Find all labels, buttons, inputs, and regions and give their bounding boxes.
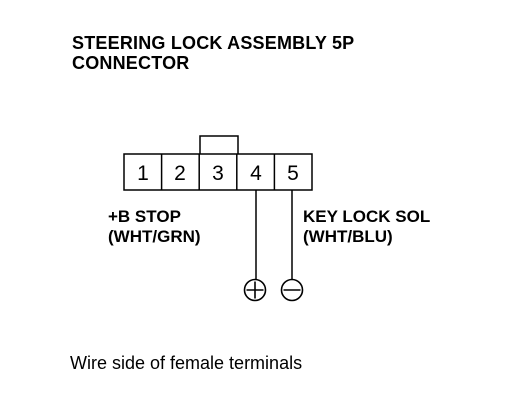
b-stop-name: +B STOP xyxy=(108,207,181,226)
pin-4-number: 4 xyxy=(250,162,262,185)
diagram-caption: Wire side of female terminals xyxy=(70,353,303,373)
plus-terminal-icon xyxy=(243,278,267,302)
cavity-dividers xyxy=(160,154,276,190)
pin-2-number: 2 xyxy=(174,162,186,185)
diagram-title: STEERING LOCK ASSEMBLY 5P xyxy=(72,33,355,53)
connector-body xyxy=(123,153,313,191)
diagram-title-continued: CONNECTOR xyxy=(72,53,190,73)
key-lock-sol-name: KEY LOCK SOL xyxy=(303,207,431,226)
key-lock-sol-color-code: (WHT/BLU) xyxy=(303,227,393,246)
pin-3-number: 3 xyxy=(212,162,224,185)
b-stop-wire-label: +B STOP (WHT/GRN) xyxy=(108,207,201,247)
pin-5-number: 5 xyxy=(287,162,299,185)
key-lock-sol-wire-label: KEY LOCK SOL (WHT/BLU) xyxy=(303,207,430,247)
pin-1-number: 1 xyxy=(137,162,149,185)
b-stop-color-code: (WHT/GRN) xyxy=(108,227,201,246)
minus-terminal-icon xyxy=(280,278,304,302)
connector-lock-tab xyxy=(199,135,239,156)
